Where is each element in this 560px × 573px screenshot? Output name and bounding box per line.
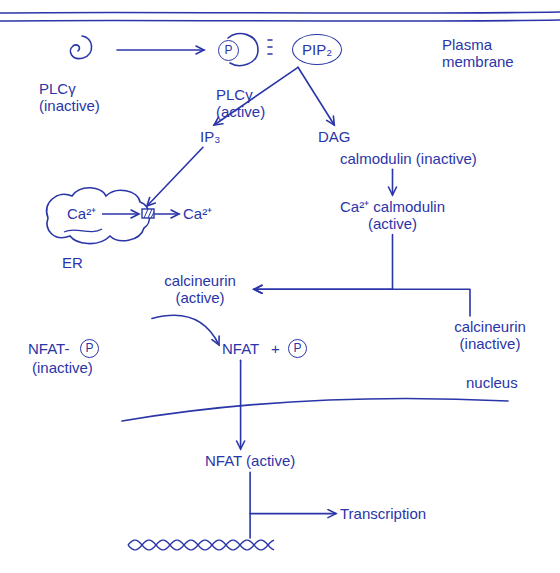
plasma-membrane: [0, 20, 560, 21]
ion-label: Ca²⁺: [183, 205, 212, 222]
arrow-connector: [117, 49, 204, 51]
node-text: NFAT (active): [205, 452, 295, 469]
plus-sign: +: [271, 340, 280, 357]
arrow-connector: [147, 147, 203, 206]
arrow-connector: [155, 213, 179, 215]
protein-label: NFAT: [222, 340, 259, 357]
node-text: Ca²⁺: [183, 205, 212, 222]
molecule-label: IP₃: [200, 128, 220, 145]
node-text: calmodulin (inactive): [340, 150, 477, 167]
node-text: NFAT-: [28, 340, 123, 357]
promoter-stub: [249, 514, 251, 538]
node-text: Transcription: [340, 505, 426, 522]
protein-label: PLCγ (inactive): [35, 28, 115, 115]
dna-strand: [128, 540, 274, 550]
protein-label: P PLCγ (active): [208, 28, 288, 121]
node-text: ER: [62, 254, 83, 271]
molecule-label: DAG: [318, 128, 351, 145]
node-text: calcineurin (inactive): [440, 318, 540, 353]
node-text: PLCγ (inactive): [39, 80, 115, 115]
dna-strand: [128, 540, 274, 550]
node-text: Ca²⁺ calmodulin (active): [330, 198, 455, 233]
phosphate-circle: P: [80, 339, 99, 358]
nuclear-envelope: [122, 399, 508, 422]
arrow-connector: [214, 67, 298, 125]
protein-label: NFAT (active): [205, 452, 295, 469]
membrane-label: Plasma membrane: [442, 36, 532, 71]
arrow-connector: [152, 315, 219, 345]
protein-shape: [61, 32, 101, 64]
node-text: P: [218, 40, 239, 61]
node-text: (inactive): [28, 359, 123, 376]
plasma-membrane: [0, 12, 560, 13]
node-text: PLCγ (active): [216, 86, 288, 121]
arrow-connector: [392, 169, 394, 195]
protein-label: NFAT- (inactive) P: [28, 340, 123, 377]
node-text: IP₃: [200, 128, 220, 145]
protein-label: calcineurin (active): [150, 272, 250, 307]
ellipse-node: PIP₂: [292, 34, 342, 65]
arrow-connector: [254, 289, 470, 316]
node-text: PIP₂: [302, 41, 332, 58]
binding-dashes: [268, 40, 272, 54]
arrow-connector: [298, 67, 334, 125]
node-text: DAG: [318, 128, 351, 145]
node-text: NFAT: [222, 340, 259, 357]
node-text: P: [85, 342, 93, 356]
arrow-connector: [254, 235, 393, 290]
process-label: Transcription: [340, 505, 426, 522]
phosphate-circle: P: [288, 339, 307, 358]
er-membrane: [40, 180, 158, 250]
node-text: P: [293, 342, 301, 356]
protein-label: Ca²⁺ calmodulin (active): [330, 198, 455, 233]
node-text: Ca²⁺: [67, 205, 96, 222]
er-organelle: Ca²⁺ER: [40, 180, 158, 250]
dna-helix: [128, 540, 274, 550]
arrow-connector: [240, 360, 242, 449]
protein-label: calmodulin (inactive): [340, 150, 477, 167]
protein-label: calcineurin (inactive): [440, 318, 540, 353]
arrow-connector: [250, 472, 336, 513]
compartment-label: nucleus: [466, 374, 518, 391]
node-text: calcineurin (active): [150, 272, 250, 307]
